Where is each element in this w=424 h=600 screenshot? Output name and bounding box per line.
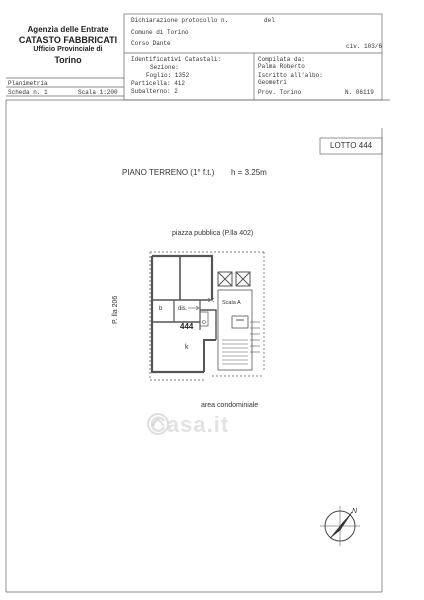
particella-label: Particella: 412 bbox=[131, 80, 186, 87]
del-label: del bbox=[264, 17, 275, 24]
piazza-label: piazza pubblica (P.lla 402) bbox=[172, 230, 254, 237]
scala-a-label: Scala A bbox=[222, 300, 241, 306]
address-label: Corso Dante bbox=[131, 40, 171, 47]
bagno-label: b bbox=[159, 306, 163, 312]
planimetria-label: Planimetria bbox=[8, 80, 48, 87]
compilatore-name: Palma Roberto bbox=[258, 63, 305, 70]
agency-block: Agenzia delle Entrate CATASTO FABBRICATI… bbox=[14, 25, 122, 65]
disimpegno-label: dis. bbox=[178, 306, 188, 312]
agency-line-1: Agenzia delle Entrate bbox=[27, 25, 109, 34]
plan-title: PIANO TERRENO (1° f.t.) bbox=[122, 168, 215, 177]
lotto-label: LOTTO 444 bbox=[330, 141, 373, 150]
iscritto-label: Iscritto all'albo: bbox=[258, 72, 323, 79]
identificativi-label: Identificativi Catastali: bbox=[131, 56, 222, 63]
comune-label: Comune di Torino bbox=[131, 29, 189, 36]
subalterno-label: Subalterno: 2 bbox=[131, 88, 178, 95]
albo-value: Geometri bbox=[258, 79, 287, 86]
scheda-label: Scheda n. 1 bbox=[8, 89, 48, 96]
plan-height: h = 3.25m bbox=[231, 168, 267, 177]
area-condominiale-label: area condominiale bbox=[201, 402, 259, 409]
agency-line-3: Ufficio Provinciale di bbox=[33, 46, 103, 53]
numero-label: N. 06119 bbox=[345, 89, 374, 96]
foglio-label: Foglio: 1352 bbox=[146, 72, 190, 79]
kitchen-label: k bbox=[185, 344, 189, 351]
compilata-label: Compilata da: bbox=[258, 56, 305, 63]
sezione-label: Sezione: bbox=[150, 64, 179, 71]
compass-north-label: N bbox=[352, 508, 358, 515]
provincia-label: Prov. Torino bbox=[258, 89, 302, 96]
unit-number: 444 bbox=[180, 322, 194, 331]
dichiarazione-label: Dichiarazione protocollo n. bbox=[131, 17, 229, 24]
agency-line-2: CATASTO FABBRICATI bbox=[18, 35, 118, 45]
scala-label: Scala 1:200 bbox=[78, 89, 118, 96]
agency-line-4: Torino bbox=[54, 55, 82, 65]
civico-label: civ. 103/6 bbox=[346, 43, 383, 50]
